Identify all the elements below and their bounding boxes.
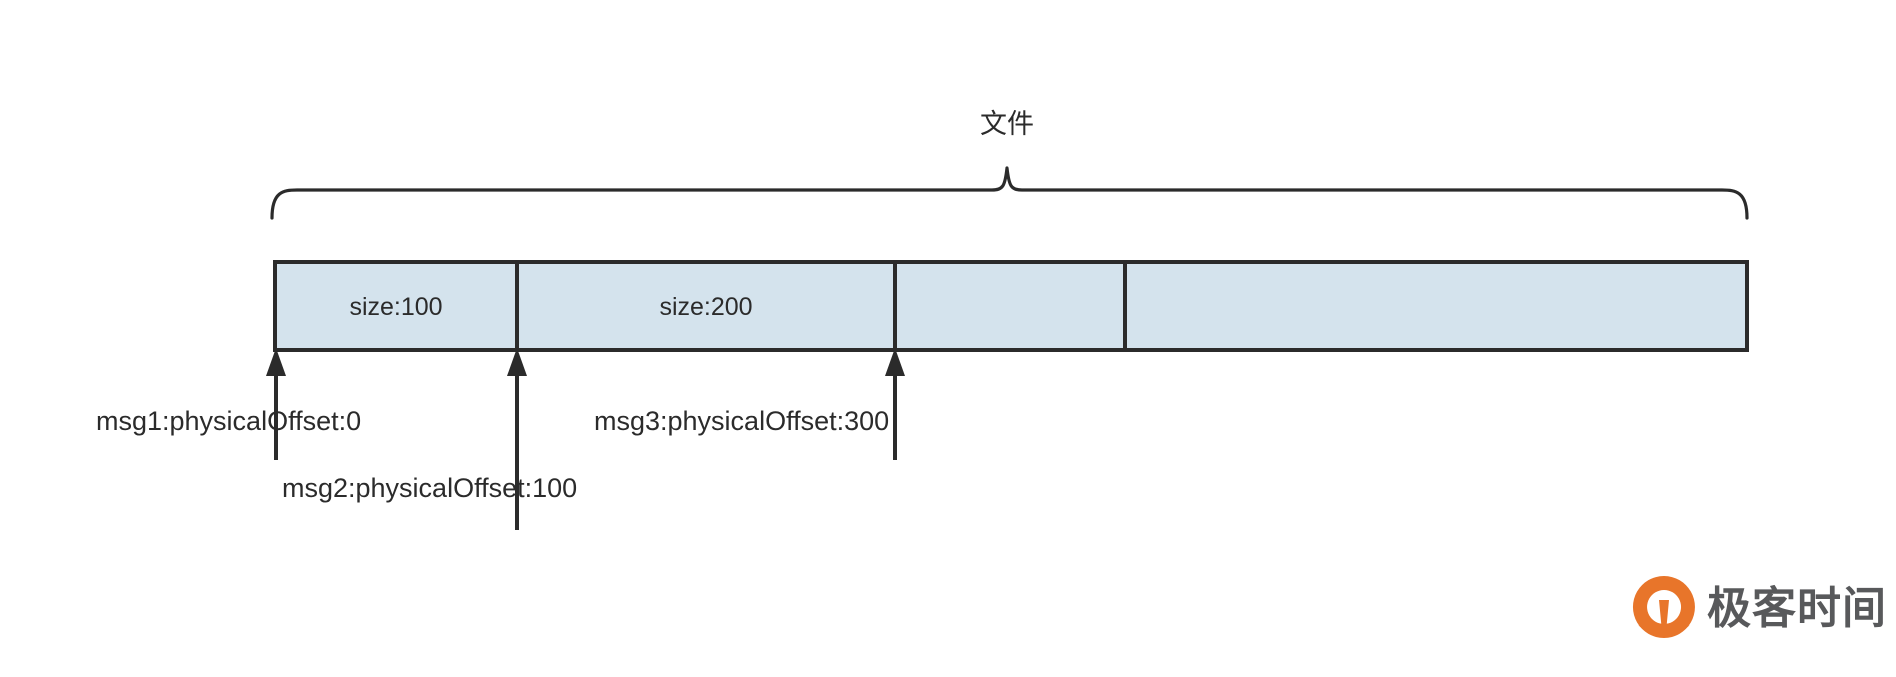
- geektime-logo-swoosh: [1638, 625, 1690, 637]
- brace-title-label: 文件: [980, 109, 1034, 139]
- segment-fill-4: [1125, 262, 1747, 350]
- pointer-msg3: msg3:physicalOffset:300: [594, 348, 905, 460]
- pointer-msg1: msg1:physicalOffset:0: [96, 348, 361, 460]
- pointer-msg1-label: msg1:physicalOffset:0: [96, 406, 361, 436]
- geektime-logo-needle: [1659, 600, 1669, 632]
- pointer-msg2-label: msg2:physicalOffset:100: [282, 473, 577, 503]
- segment-fill-2: [517, 262, 895, 350]
- pointer-msg3-label: msg3:physicalOffset:300: [594, 406, 889, 436]
- segment-fill-1: [275, 262, 517, 350]
- file-bar-outline: [273, 260, 1749, 352]
- pointer-msg1-arrowhead-icon: [266, 348, 286, 376]
- geektime-logo-icon: [1632, 576, 1695, 638]
- segment-label-1: size:100: [349, 293, 442, 321]
- watermark: 极客时间: [1632, 576, 1887, 638]
- pointer-msg3-arrowhead-icon: [885, 348, 905, 376]
- pointer-msg2-arrowhead-icon: [507, 348, 527, 376]
- pointer-msg2: msg2:physicalOffset:100: [282, 348, 577, 530]
- geektime-logo-ring: [1632, 576, 1695, 638]
- segment-label-2: size:200: [659, 293, 752, 321]
- watermark-brand-text: 极客时间: [1707, 584, 1887, 633]
- file-span-brace: [270, 166, 1749, 220]
- segment-fill-3: [895, 262, 1125, 350]
